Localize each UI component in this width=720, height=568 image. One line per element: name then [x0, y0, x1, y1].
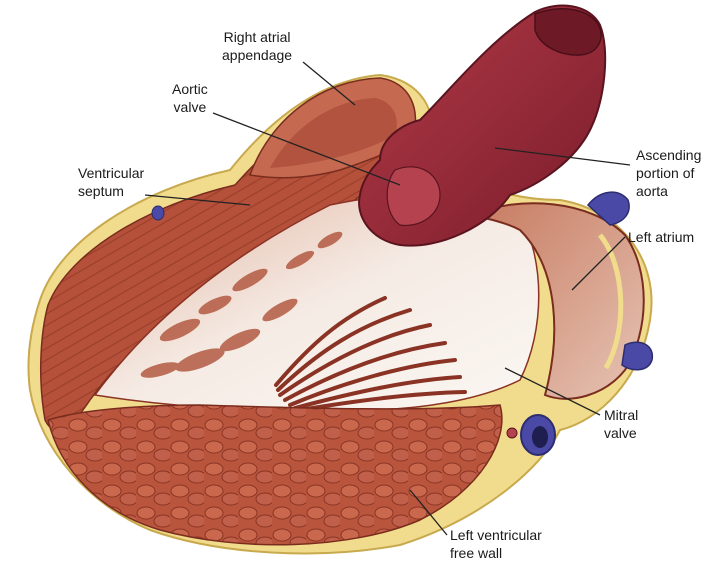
label-left-ventricular-free-wall: Left ventricular free wall — [450, 526, 542, 562]
label-line: Ventricular — [78, 165, 145, 181]
label-line: Left ventricular — [450, 527, 542, 543]
label-line: appendage — [222, 47, 293, 63]
label-line: Aortic — [172, 81, 208, 97]
pulmonary-vein-upper — [586, 191, 630, 226]
label-line: portion of — [636, 165, 695, 181]
label-line: aorta — [636, 183, 668, 199]
label-line: Left atrium — [628, 229, 695, 245]
label-line: valve — [604, 425, 637, 441]
pulmonary-vein-lower — [621, 341, 654, 371]
label-mitral-valve: Mitral valve — [604, 406, 638, 442]
label-ascending-aorta: Ascending portion of aorta — [636, 146, 701, 200]
label-left-atrium: Left atrium — [628, 228, 694, 246]
leader-lines — [144, 61, 631, 536]
coronary-vessel — [151, 205, 165, 221]
left-ventricular-free-wall-shape — [47, 404, 503, 546]
left-atrium-shape — [466, 202, 645, 400]
label-right-atrial-appendage: Right atrial appendage — [222, 28, 292, 64]
label-aortic-valve: Aortic valve — [172, 80, 208, 116]
label-line: Ascending — [636, 147, 702, 163]
trabeculae — [140, 231, 343, 378]
label-ventricular-septum: Ventricular septum — [78, 164, 144, 200]
mitral-chordae — [274, 296, 467, 412]
label-line: valve — [173, 99, 207, 115]
label-line: free wall — [450, 545, 503, 561]
label-line: Right atrial — [223, 29, 291, 45]
label-line: Mitral — [604, 407, 639, 423]
label-line: septum — [78, 183, 124, 199]
